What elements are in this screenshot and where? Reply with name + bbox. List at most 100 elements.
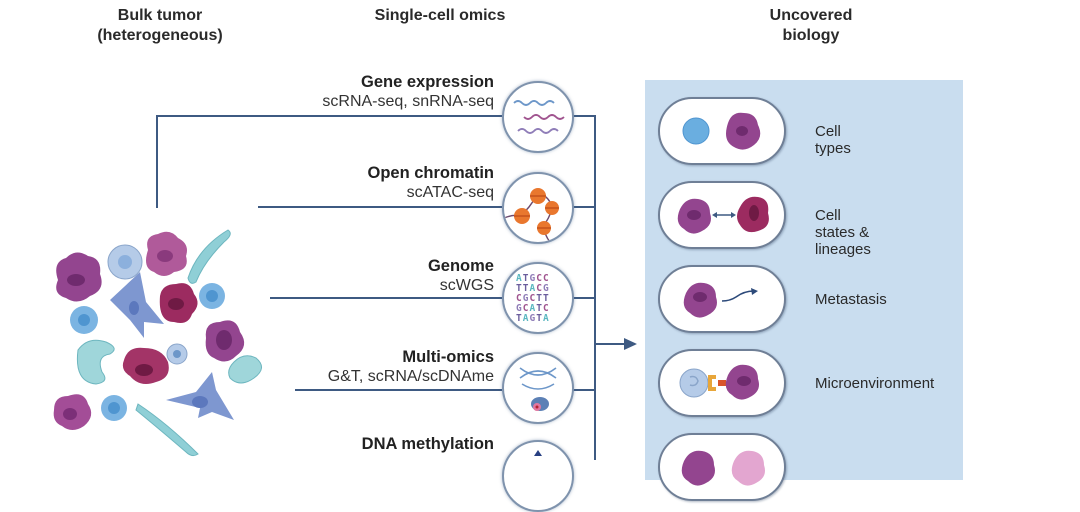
dna-base: T [522, 273, 530, 284]
bulk-tumor-title: Bulk tumor (heterogeneous) [60, 6, 260, 46]
dna-base: T [516, 313, 523, 324]
dna-base: T [536, 303, 543, 314]
biology-title-line2: biology [782, 27, 840, 44]
microenvironment-icon [679, 364, 759, 400]
dna-sequence-row: ATGCC [516, 274, 550, 284]
uncovered-biology-panel: Cell types Cell states & lineages Metast… [645, 80, 963, 501]
bulk-tumor-cells-illustration [53, 229, 262, 457]
biology-item-cell-types: Cell types [658, 97, 851, 165]
omic-title: Genome [427, 257, 494, 275]
metastasis-icon [683, 282, 758, 318]
dna-base: A [516, 273, 523, 284]
dna-base: T [536, 293, 543, 304]
omic-subtitle: scWGS [439, 277, 494, 294]
dna-base: T [516, 283, 523, 294]
dna-base: C [516, 293, 523, 304]
biology-item-5 [658, 433, 786, 501]
connector-genome [270, 297, 502, 299]
dna-base: G [516, 303, 523, 314]
tumor-cell-icon [205, 320, 245, 362]
omic-genome: Genome scWGS [428, 256, 494, 296]
connector-bus-vertical [594, 115, 596, 460]
arrow-shaft [595, 343, 627, 345]
cell-types-icon [682, 112, 761, 150]
dna-base: C [522, 303, 530, 314]
omic-open-chromatin: Open chromatin scATAC-seq [367, 163, 494, 203]
fibroblast-icon [135, 403, 199, 457]
biology-title-line1: Uncovered [769, 7, 853, 24]
fibroblast-icon [187, 229, 231, 284]
biology-label: Cell types [815, 123, 851, 157]
biology-item-metastasis: Metastasis [658, 265, 887, 333]
fibroblast-star-icon [110, 272, 164, 338]
tumor-cell-icon [53, 394, 92, 430]
tumor-cell-dark-icon [122, 347, 169, 384]
cell-pair-icon [681, 450, 765, 486]
fibroblast-icon [76, 339, 115, 385]
biology-label: Microenvironment [815, 375, 935, 392]
fibroblast-icon [228, 355, 262, 384]
dna-base: A [522, 313, 530, 324]
dna-sequence-row: TAGTA [516, 314, 550, 324]
dna-base: T [522, 283, 530, 294]
uncovered-biology-title: Uncovered biology [711, 6, 911, 46]
dna-base: T [542, 293, 550, 304]
immune-cell-icon [101, 395, 127, 421]
dna-base: A [529, 283, 537, 294]
dna-base: C [536, 283, 543, 294]
omic-subtitle: scATAC-seq [406, 184, 494, 201]
dna-base: G [522, 293, 530, 304]
dna-base: C [536, 273, 543, 284]
immune-cell-icon [107, 244, 143, 280]
omic-dna-methylation: DNA methylation [362, 434, 494, 454]
dna-base: G [529, 273, 537, 284]
biology-item-microenvironment: Microenvironment [658, 349, 934, 417]
omic-title: DNA methylation [361, 435, 494, 453]
fibroblast-star-icon [166, 372, 234, 420]
omic-gene-expression: Gene expression scRNA-seq, snRNA-seq [322, 72, 494, 112]
immune-cell-icon [166, 343, 188, 365]
dna-base: G [529, 313, 537, 324]
multiomics-icon [502, 352, 574, 424]
omic-subtitle: G&T, scRNA/scDNAme [327, 368, 494, 385]
arrow-head-icon [624, 338, 637, 350]
omics-title-text: Single-cell omics [374, 7, 506, 24]
immune-cell-icon [199, 283, 225, 309]
connector-vertical-left [156, 116, 158, 208]
connector-open-chromatin [258, 206, 502, 208]
tumor-cell-icon [146, 231, 187, 276]
connector-right-4 [572, 389, 595, 391]
nucleosomes-icon [502, 172, 574, 244]
dna-base: A [529, 303, 537, 314]
connector-right-1 [572, 115, 595, 117]
biology-label: Cell states & lineages [815, 207, 871, 258]
dna-sequence-row: CGCTT [516, 294, 550, 304]
connector-gene-expression [156, 115, 502, 117]
tumor-cell-icon [56, 252, 102, 302]
connector-right-3 [572, 297, 595, 299]
dna-base: G [542, 283, 550, 294]
omic-title: Open chromatin [367, 164, 494, 182]
rna-strands-icon [502, 81, 574, 153]
dna-base: T [536, 313, 543, 324]
cell-states-icon [677, 196, 769, 234]
methylation-icon [502, 440, 574, 512]
omic-title: Gene expression [361, 73, 494, 91]
immune-cell-icon [70, 306, 98, 334]
dna-sequence-row: TTACG [516, 284, 550, 294]
tumor-cell-dark-icon [159, 283, 198, 323]
dna-sequence-row: GCATC [516, 304, 550, 314]
omic-title: Multi-omics [402, 348, 494, 366]
single-cell-omics-title: Single-cell omics [340, 6, 540, 26]
dna-base: A [542, 313, 550, 324]
biology-item-cell-states: Cell states & lineages [658, 181, 871, 258]
connector-multiomics [295, 389, 502, 391]
omic-multiomics: Multi-omics G&T, scRNA/scDNAme [328, 347, 494, 387]
dna-base: C [542, 303, 550, 314]
dna-base: C [529, 293, 537, 304]
omic-subtitle: scRNA-seq, snRNA-seq [322, 93, 494, 110]
bulk-title-line1: Bulk tumor [117, 7, 203, 24]
dna-base: C [542, 273, 550, 284]
